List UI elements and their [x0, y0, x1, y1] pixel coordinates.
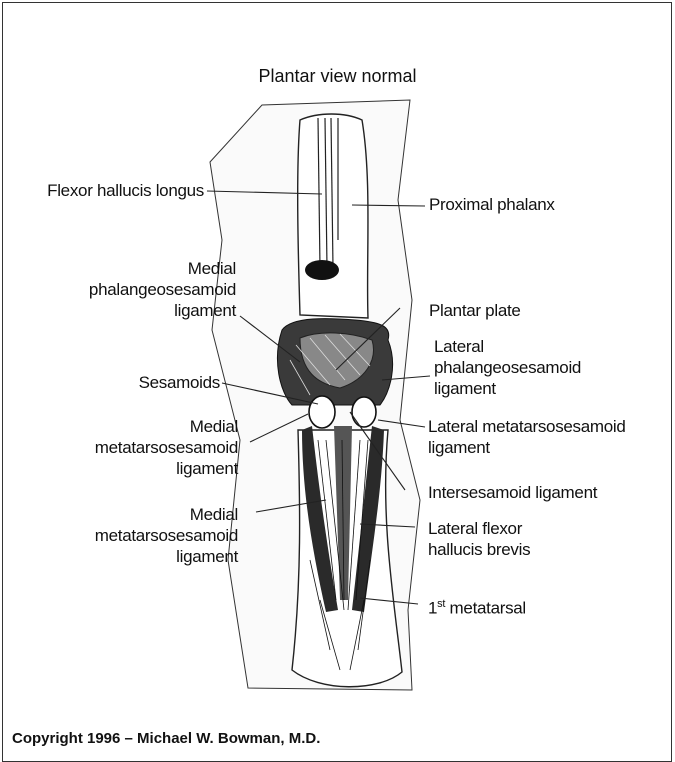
first-metatarsal-ordinal: st	[437, 598, 445, 610]
label-medial-metatarsosesamoid-1: Medial metatarsosesamoid ligament	[60, 416, 238, 479]
label-sesamoids: Sesamoids	[100, 372, 220, 393]
first-metatarsal-word: metatarsal	[445, 599, 526, 618]
label-intersesamoid: Intersesamoid ligament	[428, 482, 597, 503]
label-proximal-phalanx: Proximal phalanx	[429, 194, 555, 215]
label-plantar-plate: Plantar plate	[429, 300, 521, 321]
label-first-metatarsal: 1st metatarsal	[428, 594, 526, 619]
first-metatarsal-number: 1	[428, 599, 437, 618]
copyright-notice: Copyright 1996 – Michael W. Bowman, M.D.	[12, 730, 320, 747]
medial-sesamoid	[309, 396, 335, 428]
label-lateral-phalangeosesamoid: Lateral phalangeosesamoid ligament	[434, 336, 581, 399]
label-lateral-flexor-hallucis-brevis: Lateral flexor hallucis brevis	[428, 518, 530, 560]
label-medial-metatarsosesamoid-2: Medial metatarsosesamoid ligament	[60, 504, 238, 567]
label-lateral-metatarsosesamoid: Lateral metatarsosesamoid ligament	[428, 416, 626, 458]
lateral-sesamoid	[352, 397, 376, 427]
label-medial-phalangeosesamoid: Medial phalangeosesamoid ligament	[80, 258, 236, 321]
label-flexor-hallucis-longus: Flexor hallucis longus	[10, 180, 204, 201]
tendon-cut-end	[305, 260, 339, 280]
